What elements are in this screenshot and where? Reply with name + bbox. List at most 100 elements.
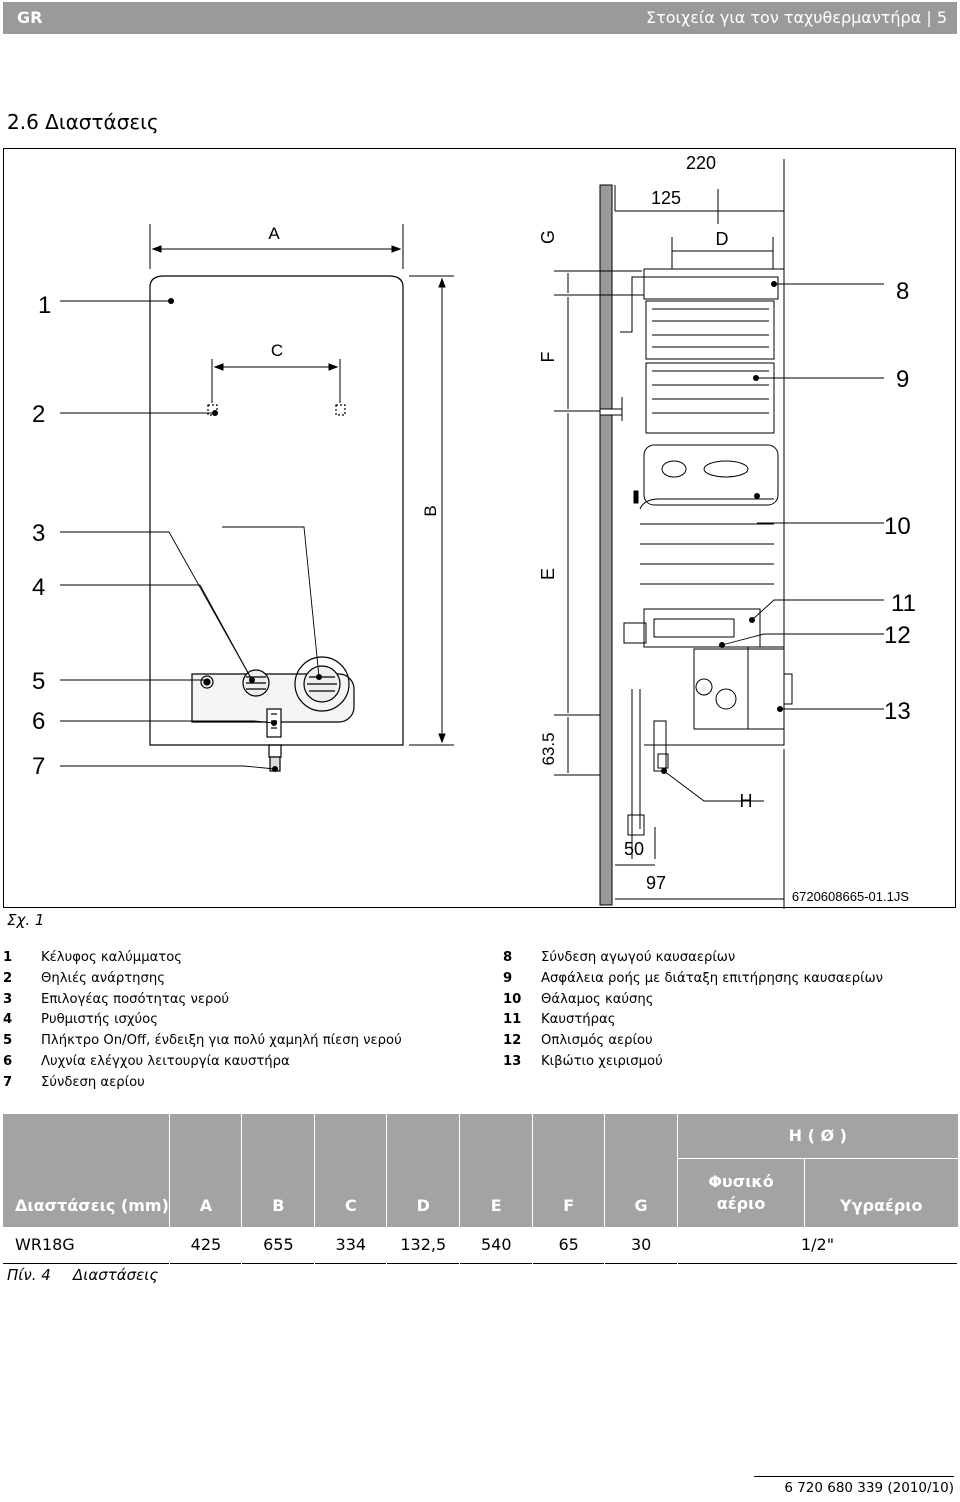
cell-d: 132,5: [386, 1227, 461, 1263]
legend-text: Σύνδεση αγωγού καυσαερίων: [541, 950, 736, 965]
header-title: Στοιχεία για τον ταχυθερμαντήρα | 5: [646, 8, 947, 27]
legend-num: 2: [3, 970, 13, 986]
callout-10: 10: [884, 513, 911, 540]
header-dimensions: Διαστάσεις (mm): [3, 1158, 171, 1227]
legend-text: Κέλυφος καλύμματος: [41, 950, 183, 965]
legend-item: 8 Σύνδεση αγωγού καυσαερίων: [503, 948, 883, 969]
legend-num: 7: [3, 1074, 13, 1090]
dim-label-h: H: [740, 791, 753, 811]
dim-value-220: 220: [686, 153, 716, 173]
language-tag: GR: [17, 8, 43, 27]
header-lpg: Υγραέριο: [804, 1158, 958, 1227]
callout-8: 8: [896, 278, 909, 305]
table-caption-label: Πίν. 4: [7, 1266, 51, 1284]
legend-num: 11: [503, 1012, 522, 1028]
figure-caption: Σχ. 1: [7, 911, 45, 929]
side-view-appliance: [599, 268, 793, 836]
legend-num: 6: [3, 1053, 13, 1069]
legend-item: 11 Καυστήρας: [503, 1010, 883, 1031]
dimension-drawing: A C B 1 2 3 4 5 6 7: [32, 153, 916, 909]
header-h-group: H ( Ø ): [677, 1114, 958, 1159]
table-row: WR18G 425 655 334 132,5 540 65 30 1/2": [3, 1227, 958, 1263]
dimensions-table: H ( Ø ) Διαστάσεις (mm) A B C D E F G Φυ…: [3, 1114, 958, 1264]
dim-label-c: C: [271, 341, 283, 360]
legend-text: Επιλογέας ποσότητας νερού: [41, 991, 230, 1007]
legend-num: 4: [3, 1012, 13, 1028]
dim-label-a: A: [268, 224, 280, 243]
cell-b: 655: [241, 1227, 316, 1263]
cell-a: 425: [169, 1227, 243, 1263]
legend-text: Καυστήρας: [541, 1012, 616, 1028]
callout-11: 11: [891, 590, 916, 617]
figure-dimensions: A C B 1 2 3 4 5 6 7: [3, 148, 956, 909]
legend-num: 10: [503, 991, 522, 1007]
legend-text: Ασφάλεια ροής με διάταξη επιτήρησης καυσ…: [541, 970, 883, 986]
header-f: F: [532, 1158, 606, 1227]
cell-model: WR18G: [3, 1227, 171, 1263]
front-casing: [149, 275, 404, 746]
legend-item: 5 Πλήκτρο On/Off, ένδειξη για πολύ χαμηλή…: [3, 1031, 402, 1052]
section-title: 2.6 Διαστάσεις: [7, 110, 159, 134]
legend-text: Θάλαμος καύσης: [541, 991, 654, 1007]
callout-2: 2: [32, 401, 45, 428]
callout-13: 13: [884, 698, 911, 725]
callout-5: 5: [32, 668, 45, 695]
callout-7: 7: [32, 753, 45, 780]
dim-value-50: 50: [624, 839, 644, 859]
legend-num: 1: [3, 950, 13, 965]
header-d: D: [386, 1158, 461, 1227]
footer-doc-number: 6 720 680 339 (2010/10): [754, 1476, 954, 1496]
legend-num: 8: [503, 950, 513, 965]
figure-code: 6720608665-01.1JS: [792, 889, 909, 904]
page-header: GR Στοιχεία για τον ταχυθερμαντήρα | 5: [3, 2, 957, 34]
dim-value-63-5: 63.5: [539, 732, 558, 765]
hanging-point-left: [207, 404, 218, 416]
header-g: G: [604, 1158, 679, 1227]
cell-g: 30: [604, 1227, 679, 1263]
table-caption-text: Διαστάσεις: [73, 1266, 159, 1284]
legend-num: 12: [503, 1033, 522, 1049]
table-caption: Πίν. 4 Διαστάσεις: [7, 1266, 158, 1284]
dim-label-d: D: [716, 229, 729, 249]
dim-label-b: B: [421, 505, 440, 516]
wall: [599, 184, 613, 906]
callout-4: 4: [32, 574, 45, 601]
callout-6: 6: [32, 708, 45, 735]
legend-item: 10 Θάλαμος καύσης: [503, 990, 883, 1011]
header-natural-gas: Φυσικό αέριο: [677, 1158, 806, 1227]
header-empty: [3, 1114, 171, 1158]
legend-text: Ρυθμιστής ισχύος: [41, 1012, 158, 1028]
legend-text: Πλήκτρο On/Off, ένδειξη για πολύ χαμηλή …: [41, 1033, 402, 1049]
dim-value-97: 97: [646, 873, 666, 893]
legend-num: 3: [3, 991, 13, 1007]
legend-item: 3 Επιλογέας ποσότητας νερού: [3, 990, 402, 1011]
header-c: C: [314, 1158, 388, 1227]
legend-left: 1 Κέλυφος καλύμματος 2 Θηλιές ανάρτησης 3 Ε…: [3, 948, 402, 1094]
legend-num: 5: [3, 1033, 13, 1049]
dim-value-125: 125: [651, 188, 681, 208]
legend-item: 1 Κέλυφος καλύμματος: [3, 948, 402, 969]
dim-label-f: F: [538, 352, 558, 363]
cell-e: 540: [459, 1227, 534, 1263]
legend-item: 2 Θηλιές ανάρτησης: [3, 969, 402, 990]
legend-item: 4 Ρυθμιστής ισχύος: [3, 1010, 402, 1031]
header-b: B: [241, 1158, 316, 1227]
header-a: A: [169, 1158, 243, 1227]
callout-3: 3: [32, 520, 45, 547]
callout-12: 12: [884, 622, 911, 649]
header-e: E: [459, 1158, 534, 1227]
callout-9: 9: [896, 366, 909, 393]
callout-1: 1: [38, 292, 51, 319]
hanging-point-right: [335, 404, 346, 416]
legend-text: Λυχνία ελέγχου λειτουργία καυστήρα: [41, 1053, 290, 1069]
legend-text: Κιβώτιο χειρισμού: [541, 1053, 663, 1069]
cell-c: 334: [314, 1227, 388, 1263]
legend-item: 6 Λυχνία ελέγχου λειτουργία καυστήρα: [3, 1052, 402, 1073]
legend-text: Θηλιές ανάρτησης: [41, 970, 165, 986]
cell-f: 65: [532, 1227, 606, 1263]
dim-label-e: E: [538, 568, 558, 580]
